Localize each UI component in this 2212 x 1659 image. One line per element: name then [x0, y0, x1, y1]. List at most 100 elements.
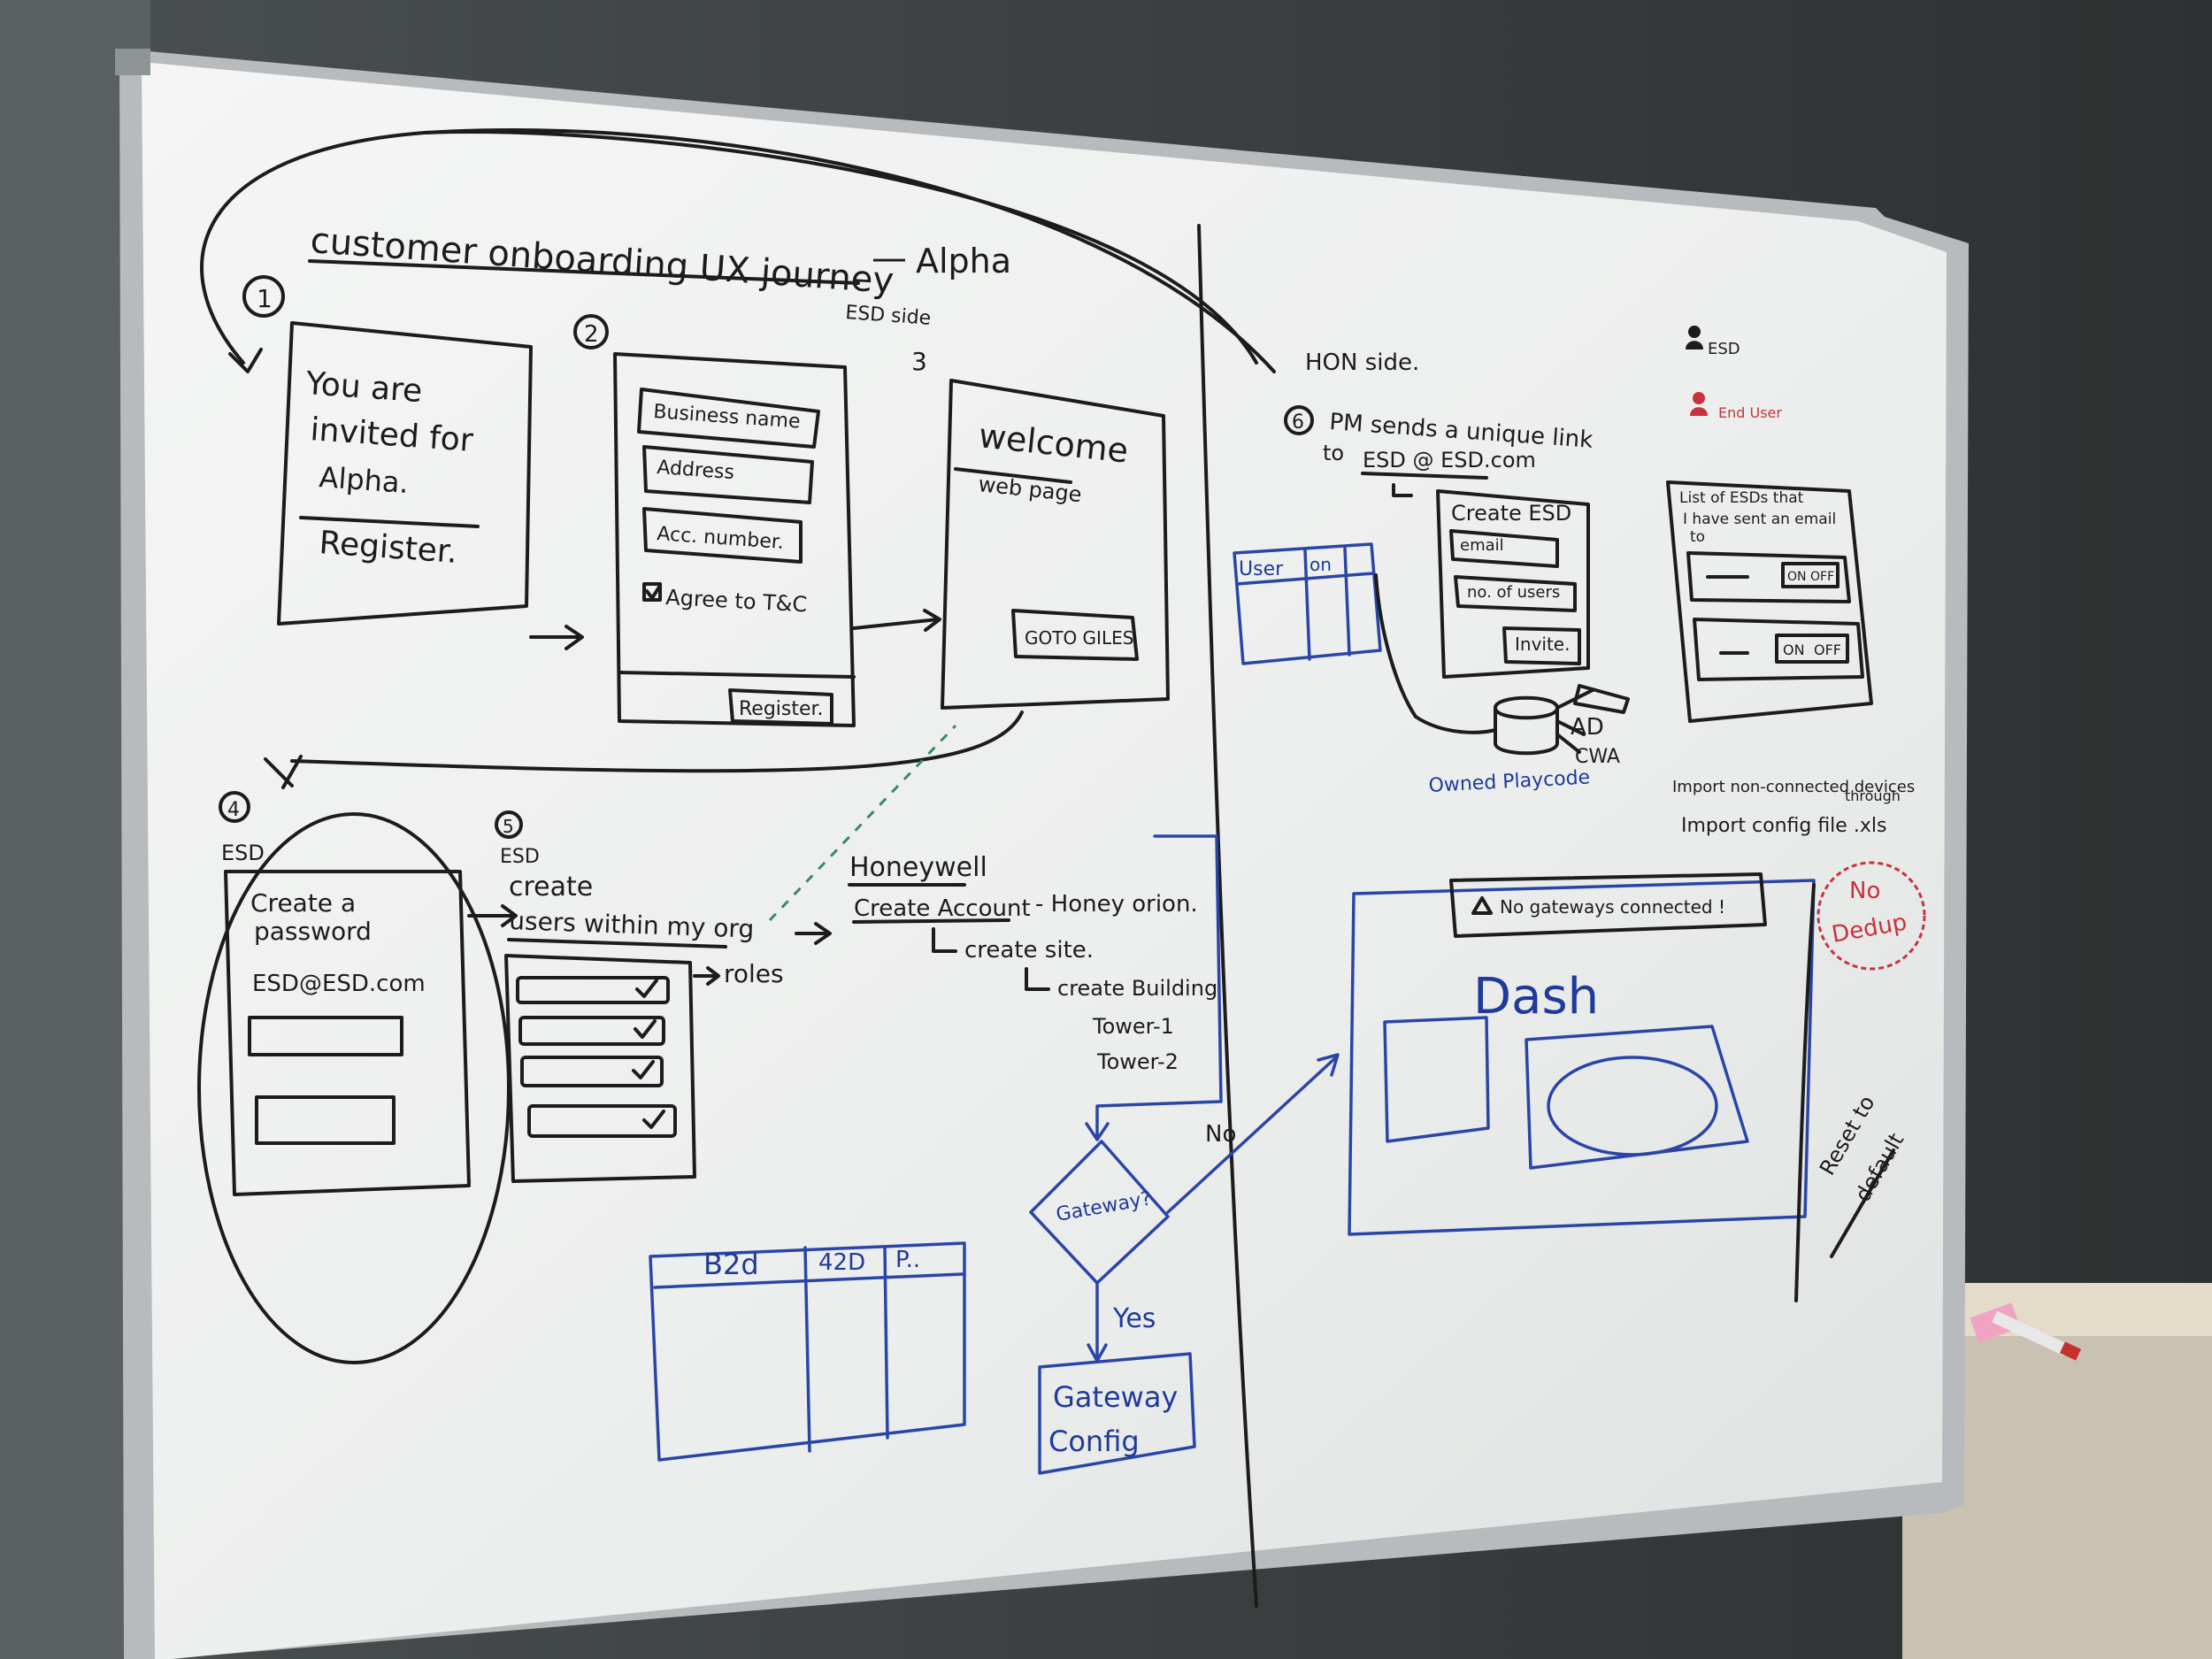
- step3-card: [941, 379, 1170, 710]
- no-dedup-stamp: [1816, 861, 1926, 971]
- create-esd-users-field: [1454, 575, 1577, 612]
- create-esd-title: Create ESD: [1451, 501, 1571, 526]
- row1-toggle: [1781, 562, 1839, 588]
- dashboard-widget-square: [1383, 1016, 1490, 1143]
- step4-email: ESD@ESD.com: [252, 971, 426, 997]
- end-user-legend-icon-body: [1690, 407, 1708, 416]
- gateway-no-arrow: [1166, 1053, 1340, 1214]
- table-left-header-2: 42D: [818, 1249, 865, 1276]
- dashboard-frame: [1348, 879, 1816, 1236]
- esd-email-label: ESD @ ESD.com: [1363, 448, 1536, 472]
- step4-card: [224, 870, 471, 1196]
- dashboard-title: Dash: [1473, 968, 1599, 1025]
- honey-orion-label: - Honey orion.: [1035, 891, 1198, 918]
- honeywell-title: Honeywell: [849, 852, 987, 883]
- esd-list-row-1: [1686, 551, 1851, 603]
- step5-card: [504, 954, 696, 1183]
- step6-number: 6: [1292, 411, 1304, 434]
- gateway-yes-label: Yes: [1112, 1303, 1156, 1334]
- tower1-label: Tower-1: [1092, 1014, 1174, 1039]
- step2-footer-line: [618, 671, 856, 679]
- esd-list-card: [1666, 480, 1873, 723]
- title-alpha: Alpha: [916, 242, 1011, 280]
- database-icon: [1494, 695, 1559, 756]
- gateway-config-line1: Gateway: [1053, 1380, 1178, 1414]
- create-account-underline: [852, 918, 1010, 924]
- curve-arrow-top: [200, 128, 1276, 373]
- step5-underline: [507, 938, 727, 949]
- building-branch: [1025, 967, 1050, 991]
- step2-register-label: Register.: [739, 698, 824, 720]
- password-field: [248, 1016, 403, 1056]
- create-esd-invite-button: [1502, 626, 1581, 665]
- table-left-grid: [653, 1246, 964, 1453]
- hon-side-label: HON side.: [1305, 349, 1419, 376]
- table-right-grid: [1235, 547, 1375, 661]
- step4-number: 4: [227, 799, 240, 821]
- table-left: [649, 1241, 966, 1462]
- esd-email-arrow: [1392, 483, 1413, 497]
- table-left-header-3: P..: [895, 1247, 920, 1273]
- step1-line1: You are: [303, 365, 423, 410]
- legend-esd-label: ESD: [1708, 340, 1740, 358]
- dashboard-right-line: [1794, 883, 1816, 1302]
- import-line-2: through: [1845, 787, 1901, 804]
- no-gateways-banner: [1449, 872, 1767, 938]
- board-surface: [142, 62, 1947, 1659]
- gateway-config-box: [1038, 1352, 1196, 1475]
- step4-badge: [219, 791, 250, 823]
- create-esd-email-field: [1449, 529, 1559, 568]
- step1-line3: Alpha.: [318, 460, 410, 500]
- step4-line1: Create a: [250, 888, 356, 918]
- gateway-config-line2: Config: [1048, 1425, 1140, 1458]
- import-line-3: Import config file .xls: [1681, 815, 1886, 837]
- step2-register-button: [728, 688, 833, 726]
- cwa-label: CWA: [1575, 746, 1620, 768]
- step6-badge: [1284, 405, 1314, 435]
- welcome-underline: [954, 467, 1072, 484]
- title-dash: —: [872, 238, 907, 279]
- create-building-label: create Building: [1057, 976, 1217, 1001]
- row2-toggle: [1775, 634, 1849, 664]
- business-name-field: [637, 388, 820, 449]
- dashboard-widget-pie: [1547, 1056, 1718, 1156]
- step3-number: 3: [911, 347, 927, 376]
- step5-number: 5: [503, 816, 514, 837]
- roles-arrow: [693, 966, 720, 986]
- table-to-db-line: [1374, 573, 1497, 734]
- esd-email-underline: [1361, 472, 1488, 480]
- address-label: Address: [657, 457, 735, 484]
- site-branch: [932, 927, 957, 953]
- esd-legend-icon: [1688, 326, 1701, 338]
- goto-button: [1011, 609, 1139, 661]
- step4-role: ESD: [221, 841, 265, 865]
- esd-legend-icon-body: [1686, 341, 1703, 349]
- honeywell-bracket: [1085, 834, 1223, 1141]
- esd-list-row-2: [1693, 618, 1864, 681]
- step1-number: 1: [257, 284, 273, 313]
- goto-button-label: GOTO GILES: [1025, 627, 1133, 649]
- step5-role: ESD: [500, 846, 540, 868]
- create-esd-card: [1436, 489, 1590, 679]
- no-gateways-label: No gateways connected !: [1500, 896, 1725, 918]
- arrow-3-4: [264, 710, 1024, 789]
- account-number-field: [642, 507, 803, 564]
- title-underline: [308, 259, 860, 285]
- marker-cap: [2059, 1341, 2082, 1361]
- create-esd-email-label: email: [1460, 536, 1504, 555]
- reset-underline: [1830, 1148, 1895, 1258]
- table-right-header-1: User: [1239, 558, 1284, 580]
- to-label: to: [1323, 441, 1344, 465]
- arrow-2-3: [852, 609, 941, 632]
- dashboard-widget-panel: [1525, 1025, 1749, 1170]
- gateway-no-label: No: [1205, 1121, 1236, 1148]
- user-row-4: [527, 1104, 677, 1138]
- user-row-1: [516, 976, 670, 1004]
- frame-corner: [115, 49, 150, 75]
- table-right-header-2: on: [1310, 554, 1332, 575]
- step2-badge: [573, 314, 609, 349]
- row1-toggle-on: ON: [1787, 570, 1807, 584]
- step1-badge: [242, 275, 285, 318]
- step2-number: 2: [584, 321, 599, 348]
